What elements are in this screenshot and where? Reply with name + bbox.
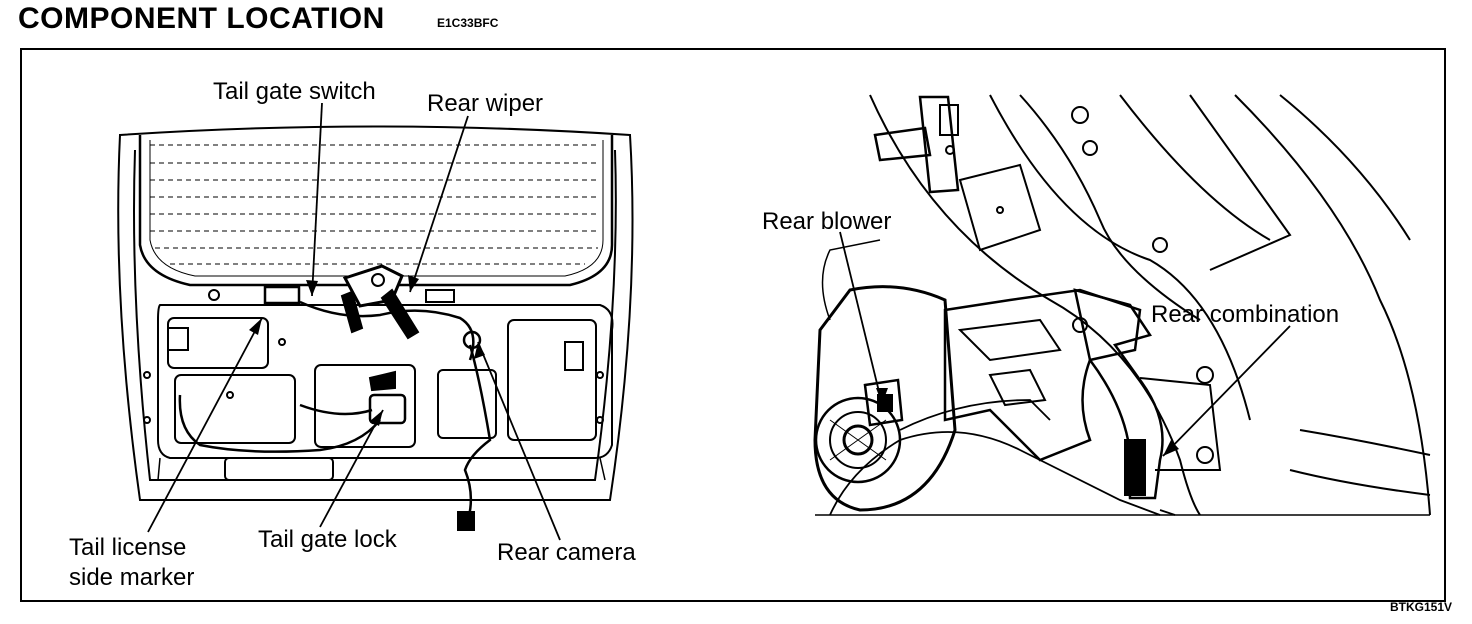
- diagram-frame: [20, 48, 1446, 602]
- label-rear-wiper: Rear wiper: [427, 90, 543, 117]
- figure-id: BTKG151V: [1389, 600, 1452, 614]
- quarter-panel-drawing: [813, 94, 1431, 516]
- section-code: E1C33BFC: [437, 16, 499, 30]
- tailgate-drawing: [117, 125, 634, 531]
- label-rear-blower: Rear blower: [762, 208, 891, 235]
- label-rear-camera: Rear camera: [497, 539, 636, 566]
- label-rear-combination: Rear combination: [1151, 301, 1339, 328]
- label-tail-gate-switch: Tail gate switch: [213, 78, 376, 105]
- page-title: COMPONENT LOCATION: [18, 2, 385, 35]
- label-tail-gate-lock: Tail gate lock: [258, 526, 398, 553]
- arrowheads-left: [249, 275, 485, 426]
- arrowheads-right: [876, 388, 1179, 456]
- leader-lines-right: [839, 231, 1291, 457]
- label-tail-license-line2: side marker: [69, 564, 194, 591]
- label-tail-license-line1: Tail license: [69, 534, 186, 561]
- leader-lines-left: [147, 102, 561, 541]
